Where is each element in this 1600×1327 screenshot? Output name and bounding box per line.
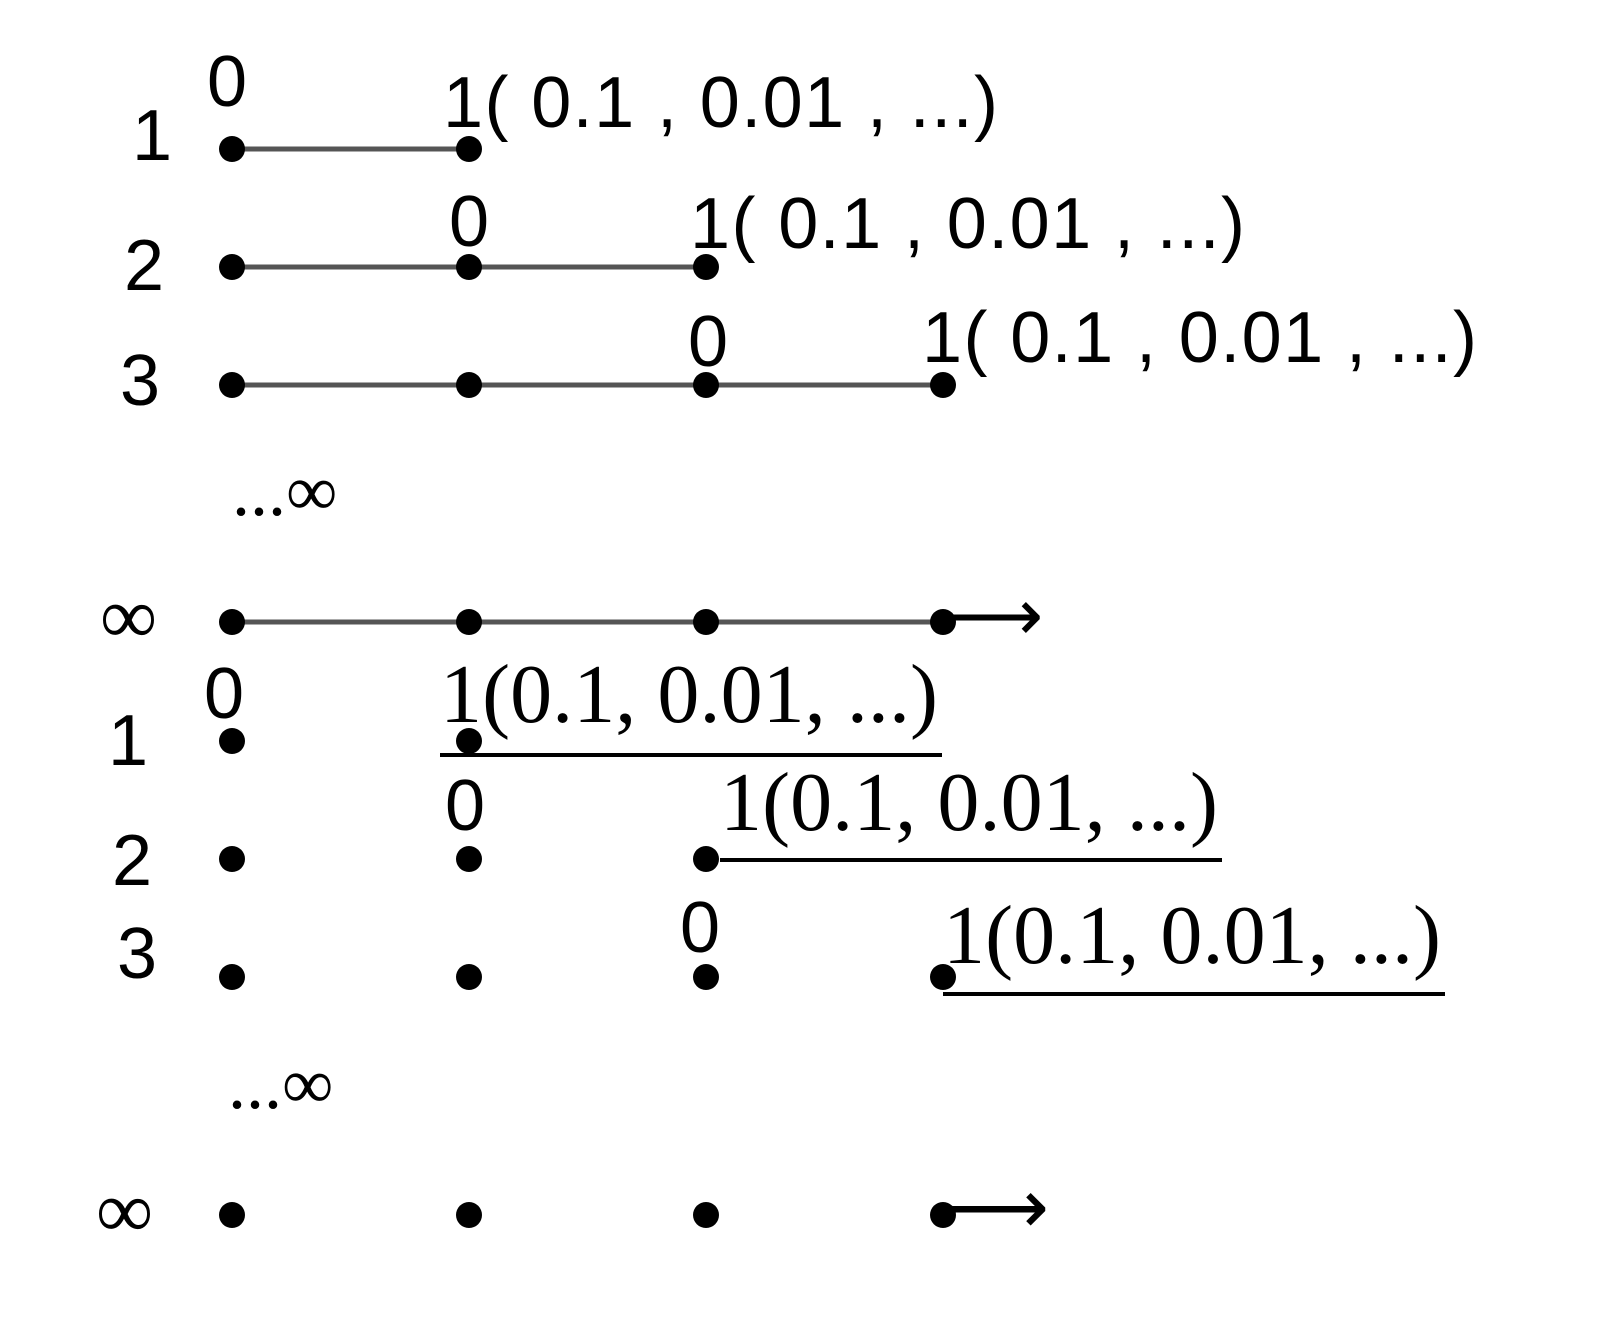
- dot: [693, 846, 719, 872]
- dot: [693, 372, 719, 398]
- sequence-label: 1( 0.1 , 0.01 , ...): [922, 298, 1477, 378]
- bottom-underlines: [440, 753, 1445, 996]
- dot: [456, 1202, 482, 1228]
- row-label: 2: [124, 226, 164, 306]
- zero-label: 0: [688, 302, 728, 382]
- dot: [219, 372, 245, 398]
- dot: [219, 136, 245, 162]
- arrow-icon: ⟶: [940, 576, 1043, 656]
- arrow-icon: ⟶: [940, 1166, 1049, 1250]
- dot: [693, 1202, 719, 1228]
- dot: [219, 846, 245, 872]
- dot: [219, 964, 245, 990]
- top-dots: [219, 136, 956, 635]
- infinity-row-label: ∞: [96, 1167, 153, 1255]
- dot: [693, 609, 719, 635]
- zero-label: 0: [680, 888, 720, 968]
- dot: [219, 728, 245, 754]
- ellipsis-infinity: ...∞: [228, 1044, 333, 1124]
- dot: [693, 964, 719, 990]
- dot: [456, 372, 482, 398]
- dot: [930, 964, 956, 990]
- sequence-label: 1( 0.1 , 0.01 , ...): [443, 63, 998, 143]
- dot: [219, 1202, 245, 1228]
- row-label: 3: [120, 341, 160, 421]
- dot: [219, 254, 245, 280]
- dot: [930, 372, 956, 398]
- zero-label: 0: [449, 182, 489, 262]
- row-label: 1: [108, 701, 148, 781]
- zero-label: 0: [204, 654, 244, 734]
- sequence-label: 1(0.1, 0.01, ...): [943, 889, 1441, 982]
- dot: [693, 254, 719, 280]
- row-label: 1: [132, 96, 172, 176]
- dot: [456, 728, 482, 754]
- row-label: 3: [117, 914, 157, 994]
- dot: [456, 254, 482, 280]
- top-segments: [232, 146, 943, 625]
- row-label: 2: [112, 821, 152, 901]
- bottom-dots: [219, 728, 956, 1228]
- dot: [930, 609, 956, 635]
- dot: [456, 846, 482, 872]
- dot: [219, 609, 245, 635]
- bottom-section: 1 2 3 0 0 0 1(0.1, 0.01, ...) 1(0.1, 0.0…: [96, 648, 1445, 1255]
- ellipsis-infinity: ...∞: [232, 451, 337, 531]
- zero-label: 0: [445, 766, 485, 846]
- top-section: 1 2 3 0 0 0 1( 0.1 , 0.01 , ...) 1( 0.1 …: [100, 42, 1477, 661]
- sequence-label: 1(0.1, 0.01, ...): [440, 648, 938, 741]
- dot: [456, 136, 482, 162]
- dot: [930, 1202, 956, 1228]
- infinity-row-label: ∞: [100, 573, 157, 661]
- sequence-label: 1(0.1, 0.01, ...): [720, 756, 1218, 849]
- sequence-label: 1( 0.1 , 0.01 , ...): [690, 184, 1245, 264]
- dot: [456, 964, 482, 990]
- dot: [456, 609, 482, 635]
- zero-label: 0: [207, 42, 247, 122]
